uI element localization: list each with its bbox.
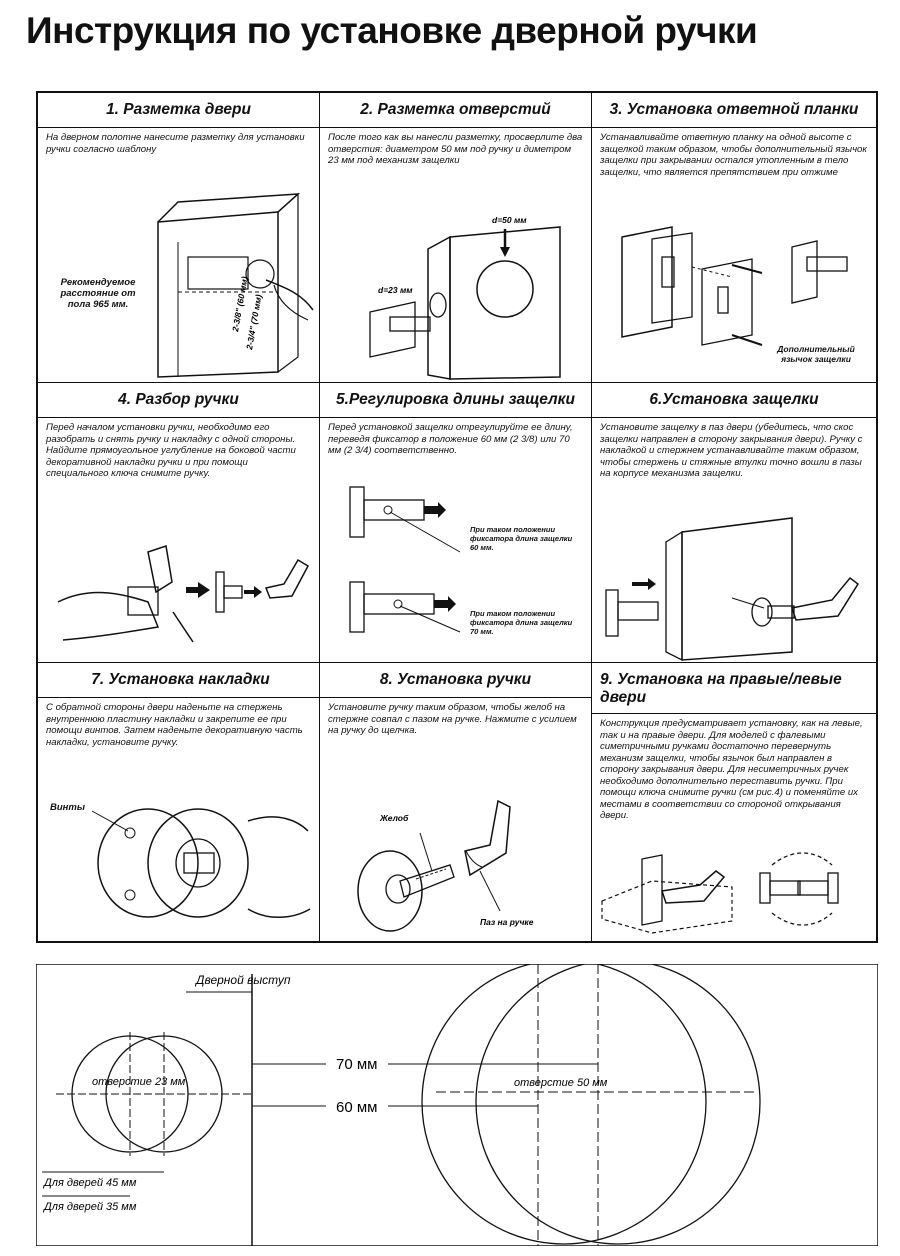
handle-install-illustration: Желоб Паз на ручке [320,781,591,941]
plate-install-illustration: Винты [38,791,319,941]
door45-label: Для дверей 45 мм [42,1177,137,1189]
step-5: 5.Регулировка длины защелки Перед устано… [320,383,592,663]
step-7: 7. Установка накладки С обратной стороны… [38,663,320,941]
extra-tongue-label: Дополнительный язычок защелки [777,344,855,364]
slot-label: Паз на ручке [480,917,534,927]
step-title: 7. Установка накладки [38,663,319,698]
step-title: 6.Установка защелки [592,383,876,418]
step-text: Установите ручку таким образом, чтобы же… [328,702,577,736]
drilling-template: Дверной выступ отверстие 23 мм отверстие… [35,959,879,1247]
step-9: 9. Установка на правые/левые двери Конст… [592,663,876,941]
step-title: 8. Установка ручки [320,663,591,698]
backset60-label: 60 мм [336,1099,377,1116]
step-3: 3. Установка ответной планки Устанавлива… [592,93,876,383]
step-4: 4. Разбор ручки Перед началом установки … [38,383,320,663]
hole23-label: отверстие 23 мм [92,1076,186,1088]
dim-70-label: 2-3/4" (70 мм) [244,293,264,351]
groove-label: Желоб [379,813,409,823]
step-title: 5.Регулировка длины защелки [320,383,591,418]
step-title: 1. Разметка двери [38,93,319,128]
holes-illustration: d=50 мм d=23 мм [320,207,591,382]
step-text: Перед началом установки ручки, необходим… [46,422,296,479]
step-text: С обратной стороны двери наденьте на сте… [46,702,303,748]
latch-60-drawing [349,486,461,553]
latch-70-drawing [349,581,461,633]
door-marking-illustration: 2-3/8" (60 мм) 2-3/4" (70 мм) Рекомендуе… [38,182,319,382]
step-text: После того как вы нанесли разметку, прос… [328,132,583,166]
page-title: Инструкция по установке дверной ручки [26,10,758,51]
left-right-illustration [592,841,876,941]
step-text: Конструкция предусматривает установку, к… [600,718,863,821]
dim-60-label: 2-3/8" (60 мм) [230,275,250,333]
pos70-label: При таком положении фиксатора длина заще… [470,609,573,636]
strike-plate-illustration: Дополнительный язычок защелки [592,217,876,382]
step-6: 6.Установка защелки Установите защелку в… [592,383,876,663]
step-text: Перед установкой защелки отрегулируйте е… [328,422,573,456]
step-text: Устанавливайте ответную планку на одной … [600,132,867,178]
backset70-label: 70 мм [336,1056,377,1073]
step-2: 2. Разметка отверстий После того как вы … [320,93,592,383]
latch-install-illustration [592,512,876,662]
door-edge-label: Дверной выступ [194,973,291,987]
step-title: 2. Разметка отверстий [320,93,591,128]
latch-length-illustration: При таком положении фиксатора длина заще… [320,472,591,662]
step-8: 8. Установка ручки Установите ручку таки… [320,663,592,941]
handle-disassembly-illustration [38,532,319,662]
step-title: 4. Разбор ручки [38,383,319,418]
d50-label: d=50 мм [492,215,527,225]
step-title: 3. Установка ответной планки [592,93,876,128]
d23-label: d=23 мм [378,285,413,295]
step-text: Установите защелку в паз двери (убедитес… [600,422,863,479]
step-text: На дверном полотне нанесите разметку для… [46,132,305,155]
door35-label: Для дверей 35 мм [42,1201,137,1213]
step-title: 9. Установка на правые/левые двери [592,663,876,714]
step-1: 1. Разметка двери На дверном полотне нан… [38,93,320,383]
pos60-label: При таком положении фиксатора длина заще… [470,525,573,552]
screws-label: Винты [50,802,85,813]
floor-distance-label: Рекомендуемое расстояние от пола 965 мм. [60,277,136,310]
hole50-label: отверстие 50 мм [514,1077,608,1089]
steps-grid: 1. Разметка двери На дверном полотне нан… [36,91,878,943]
